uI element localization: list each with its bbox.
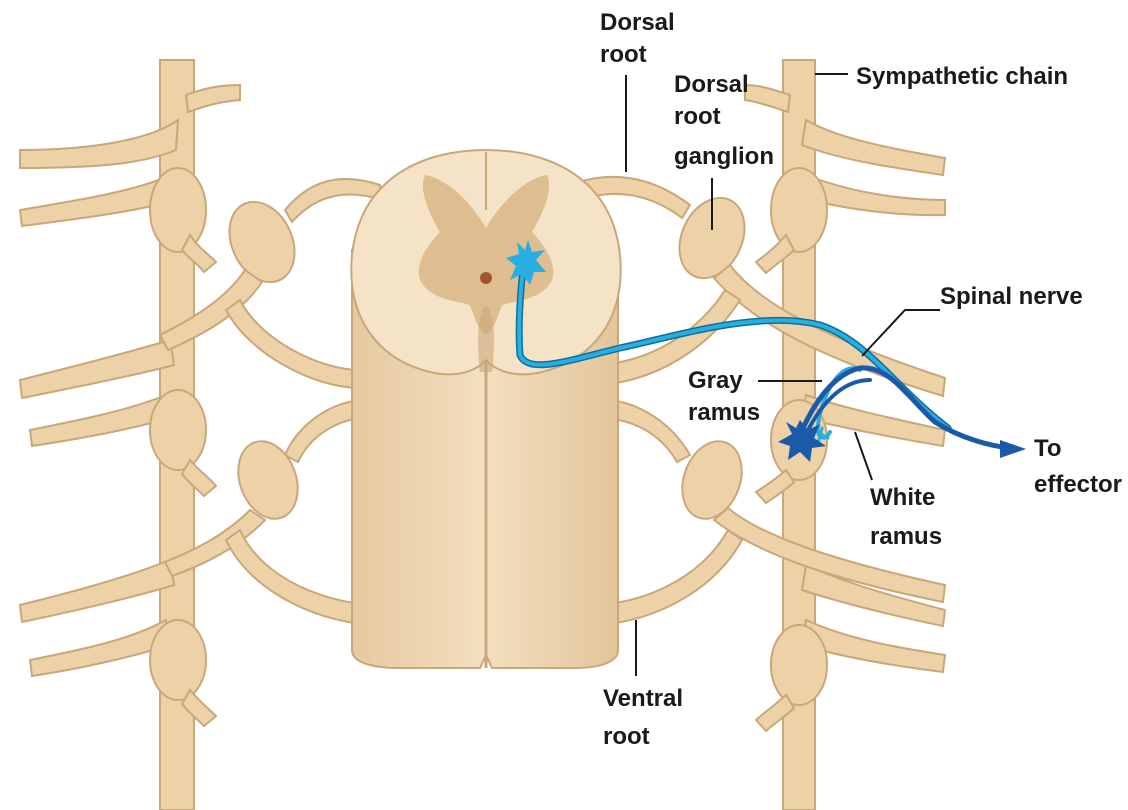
- left-chain-ganglion: [150, 390, 206, 470]
- to-effector-arrow: [1000, 440, 1026, 458]
- right-chain-ganglion: [771, 168, 827, 252]
- left-ventral-root-upper: [226, 300, 360, 388]
- ventral-root-label: Ventral root: [603, 685, 690, 750]
- spinal-cord: [351, 150, 620, 668]
- right-chain-ganglion: [771, 625, 827, 705]
- left-chain-branch: [20, 560, 174, 622]
- left-chain-branch: [30, 395, 170, 446]
- spinal-nerve-label: Spinal nerve: [940, 283, 1083, 310]
- to-effector-label: To effector: [1034, 435, 1122, 498]
- spinal-nerve-leader: [862, 310, 940, 356]
- right-sympathetic-chain: [745, 60, 945, 810]
- left-chain-branch: [20, 340, 174, 398]
- left-chain-branch: [30, 620, 170, 676]
- sympathetic-chain-label: Sympathetic chain: [856, 63, 1068, 90]
- gray-ramus-label: Gray ramus: [688, 367, 760, 426]
- central-canal: [480, 272, 492, 284]
- left-chain-ganglion: [150, 620, 206, 700]
- left-sympathetic-chain: [20, 60, 240, 810]
- white-ramus-leader: [855, 432, 872, 480]
- right-chain-branch: [802, 120, 945, 175]
- left-chain-branch: [20, 120, 178, 168]
- dorsal-root-label: Dorsal root: [600, 9, 681, 68]
- left-chain-ganglion: [150, 168, 206, 252]
- white-ramus-label: White ramus: [870, 484, 942, 550]
